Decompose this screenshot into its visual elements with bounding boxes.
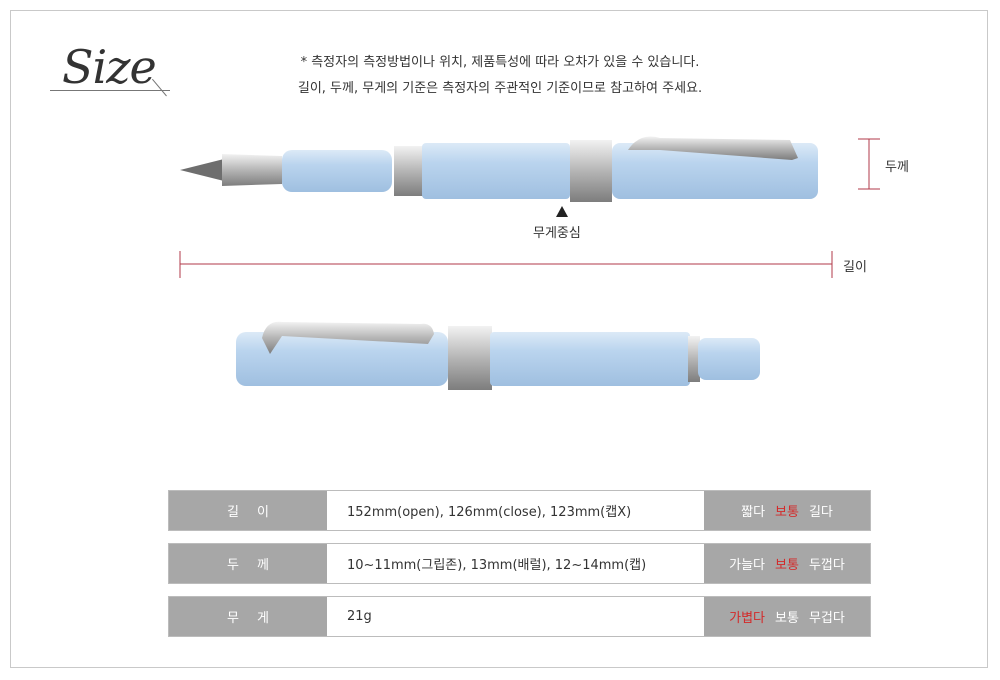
spec-row-length: 길이 152mm(open), 126mm(close), 123mm(캡X) … — [168, 490, 871, 531]
spec-scale: 가볍다 보통 무겁다 — [704, 597, 870, 636]
spec-name: 무게 — [169, 597, 327, 636]
spec-value: 152mm(open), 126mm(close), 123mm(캡X) — [327, 491, 704, 530]
thickness-label: 두께 — [885, 160, 909, 175]
notice-line-2: 길이, 두께, 무게의 기준은 측정자의 주관적인 기준이므로 참고하여 주세요… — [297, 81, 703, 96]
closed-cap-band — [448, 326, 492, 390]
spec-row-weight: 무게 21g 가볍다 보통 무겁다 — [168, 596, 871, 637]
scale-option-selected: 보통 — [775, 558, 799, 573]
spec-value: 10~11mm(그립존), 13mm(배럴), 12~14mm(캡) — [327, 544, 704, 583]
grip-section — [282, 150, 392, 192]
scale-option-selected: 가볍다 — [729, 611, 766, 626]
nib-shape — [180, 157, 232, 183]
notice-line-1: * 측정자의 측정방법이나 위치, 제품특성에 따라 오차가 있을 수 있습니다… — [300, 55, 700, 70]
closed-pen-clip — [262, 321, 434, 354]
center-of-gravity-marker — [556, 206, 568, 217]
closed-end-ring — [688, 336, 700, 382]
spec-scale: 짧다 보통 길다 — [704, 491, 870, 530]
closed-barrel-body — [490, 332, 690, 386]
nib-holder — [222, 154, 282, 186]
page-title: Size — [62, 40, 157, 94]
scale-option: 두껍다 — [808, 558, 845, 573]
pen-closed-image — [236, 321, 760, 390]
spec-scale: 가늘다 보통 두껍다 — [704, 544, 870, 583]
thickness-dimension — [858, 138, 880, 190]
content-frame — [10, 10, 988, 668]
title-underline — [50, 90, 170, 91]
spec-value: 21g — [327, 597, 704, 636]
pen-clip — [628, 136, 798, 160]
scale-option: 보통 — [775, 611, 799, 626]
barrel-body — [422, 143, 570, 199]
spec-name: 두께 — [169, 544, 327, 583]
scale-option: 무겁다 — [808, 611, 845, 626]
spec-name: 길이 — [169, 491, 327, 530]
pen-open-image — [180, 136, 818, 202]
scale-option: 길다 — [808, 505, 833, 520]
measurement-notice: * 측정자의 측정방법이나 위치, 제품특성에 따라 오차가 있을 수 있습니다… — [250, 50, 750, 102]
length-dimension — [179, 251, 833, 278]
scale-option: 가늘다 — [729, 558, 766, 573]
spec-row-thickness: 두께 10~11mm(그립존), 13mm(배럴), 12~14mm(캡) 가늘… — [168, 543, 871, 584]
grip-ring — [394, 146, 424, 196]
cap-band — [570, 140, 612, 202]
center-of-gravity-label: 무게중심 — [533, 226, 581, 241]
scale-option: 짧다 — [741, 505, 766, 520]
closed-end-cap — [698, 338, 760, 380]
scale-option-selected: 보통 — [775, 505, 799, 520]
length-label: 길이 — [843, 260, 867, 275]
closed-cap-body — [236, 332, 448, 386]
